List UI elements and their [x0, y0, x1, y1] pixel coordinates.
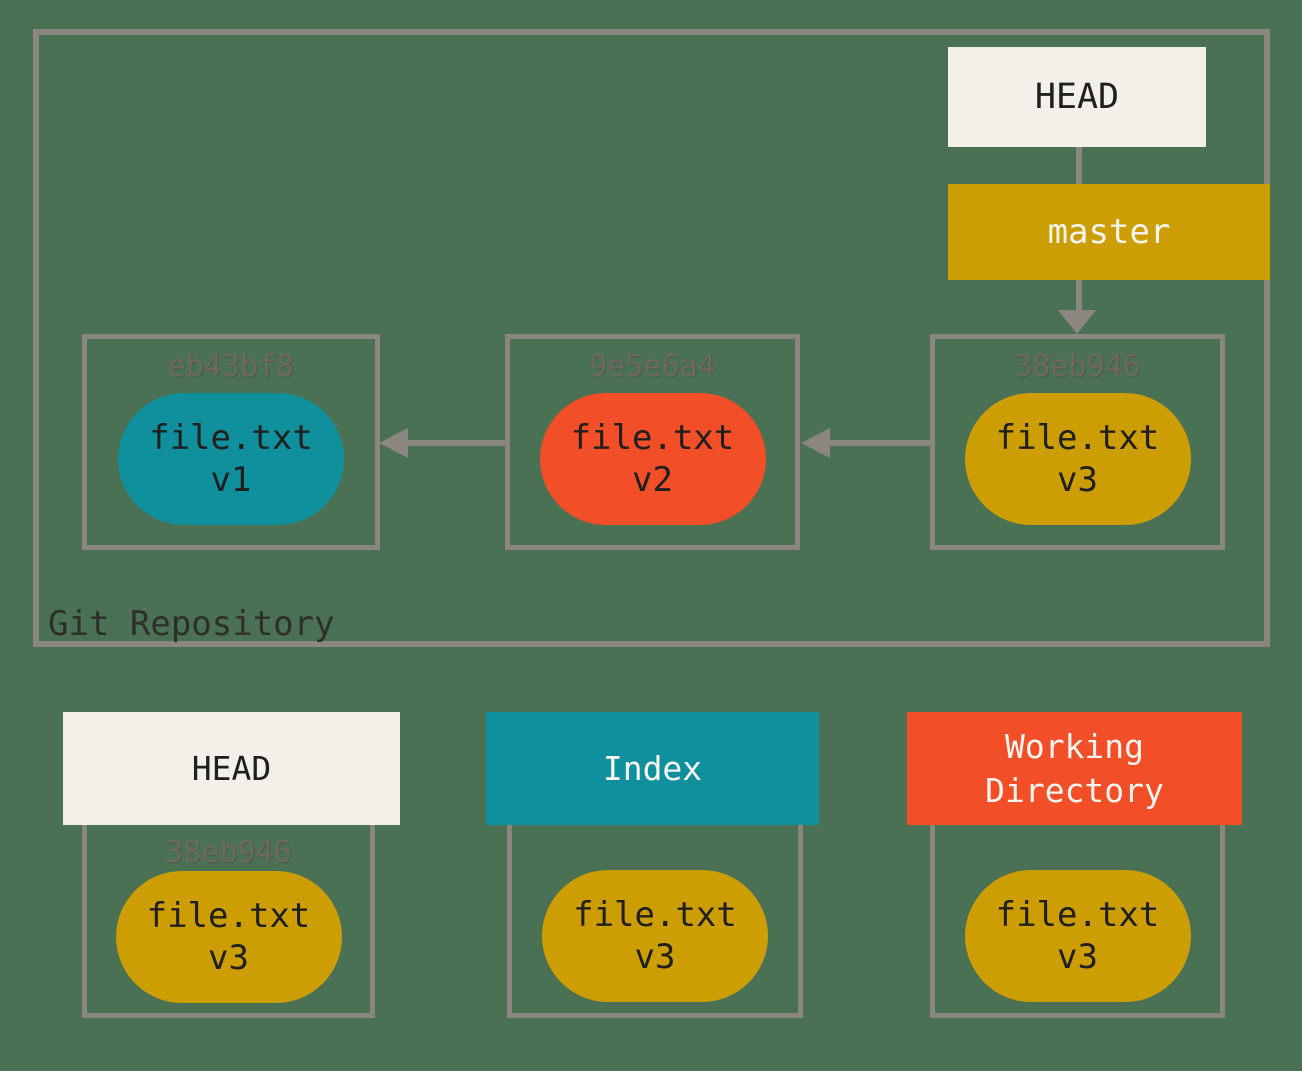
- parent-pointer-line: [407, 440, 505, 446]
- head-ref-label: HEAD: [1034, 77, 1120, 117]
- commit-box-38eb946: 38eb946 file.txt v3: [930, 334, 1225, 550]
- master-branch-box: master: [948, 184, 1270, 280]
- file-snapshot-pill: file.txt v3: [964, 870, 1191, 1002]
- file-name: file.txt: [573, 895, 737, 935]
- head-to-master-connector: [1076, 147, 1082, 184]
- arrow-left-icon: [379, 428, 408, 458]
- commit-hash: eb43bf8: [167, 349, 295, 384]
- file-version: v2: [632, 460, 673, 500]
- area-box-head: 38eb946 file.txt v3: [82, 790, 375, 1018]
- file-version: v3: [1057, 937, 1098, 977]
- file-snapshot-pill: file.txt v3: [964, 393, 1191, 525]
- area-title: Index: [602, 748, 703, 788]
- file-snapshot-pill: file.txt v1: [118, 393, 344, 525]
- file-name: file.txt: [995, 418, 1160, 458]
- file-name: file.txt: [570, 418, 735, 458]
- file-version: v3: [1057, 460, 1098, 500]
- commit-box-eb43bf8: eb43bf8 file.txt v1: [82, 334, 380, 550]
- master-to-commit-connector: [1076, 280, 1082, 314]
- file-name: file.txt: [146, 896, 311, 936]
- parent-pointer-line: [829, 440, 930, 446]
- area-header-working-directory: Working Directory: [907, 712, 1242, 825]
- file-snapshot-pill: file.txt v3: [115, 871, 342, 1003]
- commit-hash: 9e5e6a4: [589, 349, 716, 384]
- commit-box-9e5e6a4: 9e5e6a4 file.txt v2: [505, 334, 800, 550]
- file-name: file.txt: [995, 895, 1160, 935]
- area-title: Working Directory: [985, 726, 1164, 810]
- area-header-head: HEAD: [63, 712, 400, 825]
- commit-hash: 38eb946: [165, 835, 292, 870]
- file-name: file.txt: [149, 418, 313, 458]
- file-snapshot-pill: file.txt v3: [542, 870, 768, 1002]
- area-box-working-directory: file.txt v3: [930, 790, 1225, 1018]
- area-title: HEAD: [191, 748, 272, 788]
- arrow-left-icon: [801, 428, 830, 458]
- file-version: v3: [208, 938, 249, 978]
- file-snapshot-pill: file.txt v2: [539, 393, 766, 525]
- area-header-index: Index: [486, 712, 819, 825]
- git-repository-box: [33, 29, 1270, 647]
- commit-hash: 38eb946: [1014, 349, 1141, 384]
- file-version: v3: [634, 937, 676, 977]
- arrow-down-icon: [1058, 310, 1096, 334]
- git-repository-label: Git Repository: [48, 604, 335, 644]
- file-version: v1: [210, 460, 252, 500]
- master-branch-label: master: [1047, 212, 1171, 252]
- head-ref-box: HEAD: [948, 47, 1206, 147]
